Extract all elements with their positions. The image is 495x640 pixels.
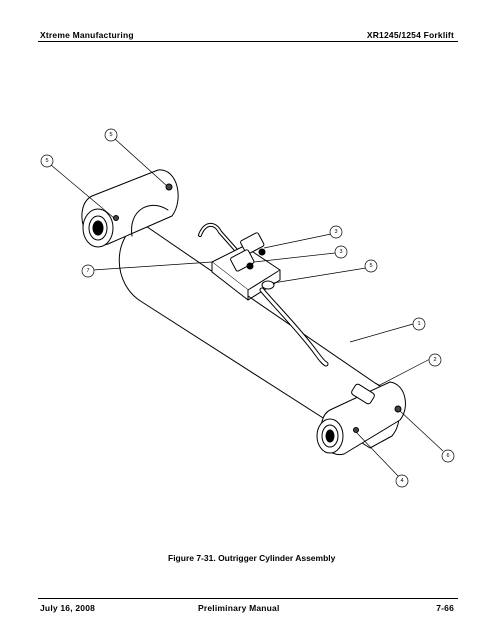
footer-date: July 16, 2008 — [40, 603, 96, 613]
footer-manual-status: Preliminary Manual — [198, 603, 280, 613]
callout-circle-4 — [395, 474, 409, 488]
footer-page-number: 7-66 — [436, 603, 454, 613]
callout-3-lower: 3 — [339, 249, 342, 255]
header-model: XR1245/1254 Forklift — [366, 30, 454, 40]
callout-7: 7 — [86, 268, 89, 274]
callout-circle-2 — [428, 353, 442, 367]
callout-5-top: 5 — [109, 132, 112, 138]
callout-1: 1 — [417, 321, 420, 327]
header-rule — [38, 41, 458, 42]
valve-cartridge-upper — [240, 232, 265, 255]
callout-2: 2 — [433, 357, 436, 363]
callout-circle-5-right — [364, 259, 378, 273]
callout-5-right: 5 — [369, 263, 372, 269]
callout-circle-5-top — [104, 128, 118, 142]
callout-circle-5-left — [40, 154, 54, 168]
callout-circle-1 — [412, 317, 426, 331]
callout-circle-3-upper — [329, 225, 343, 239]
callout-circle-6 — [441, 449, 455, 463]
callout-6: 6 — [446, 453, 449, 459]
callout-circle-3-lower — [334, 245, 348, 259]
callout-3-upper: 3 — [334, 229, 337, 235]
footer-rule — [38, 598, 458, 599]
callout-circle-7 — [81, 264, 95, 278]
callout-5-left: 5 — [45, 158, 48, 164]
header-manufacturer: Xtreme Manufacturing — [40, 30, 134, 40]
figure-caption: Figure 7-31. Outrigger Cylinder Assembly — [168, 553, 336, 563]
callout-4: 4 — [400, 478, 403, 484]
